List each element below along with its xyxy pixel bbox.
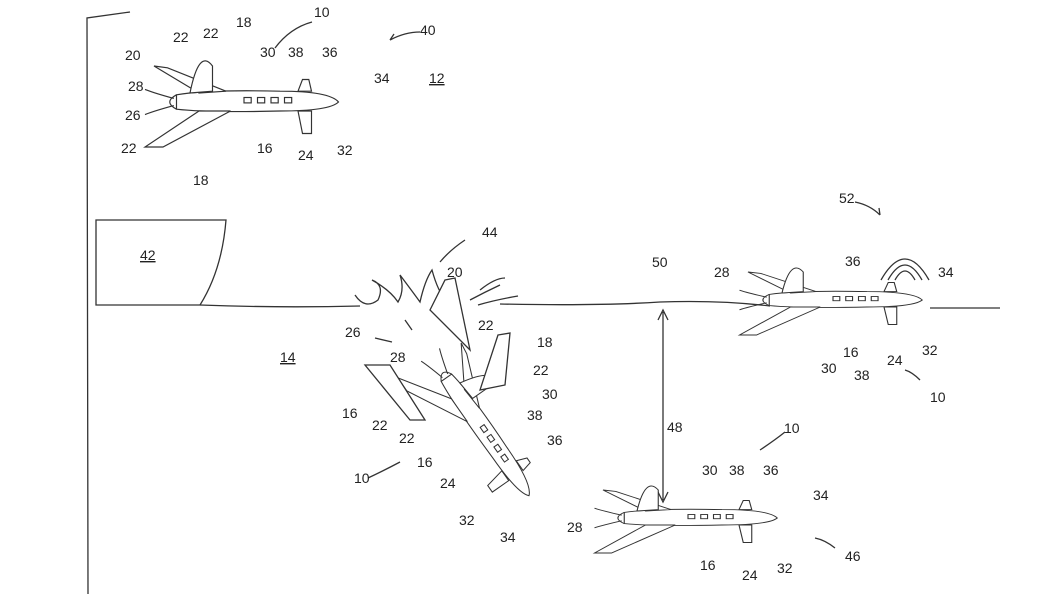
reference-numeral: 36 bbox=[845, 253, 861, 269]
reference-numeral: 32 bbox=[922, 342, 938, 358]
detached-wings bbox=[363, 277, 511, 421]
reference-numeral: 22 bbox=[372, 417, 388, 433]
ship-hull bbox=[95, 219, 227, 306]
reference-numeral: 28 bbox=[128, 78, 144, 94]
reference-numeral: 22 bbox=[203, 25, 219, 41]
reference-numeral: 22 bbox=[173, 29, 189, 45]
reference-numeral: 44 bbox=[482, 224, 498, 240]
reference-numeral: 24 bbox=[742, 567, 758, 583]
reference-numeral: 34 bbox=[938, 264, 954, 280]
depth-arrow bbox=[657, 308, 669, 504]
reference-numeral: 12 bbox=[429, 70, 445, 86]
reference-numeral: 16 bbox=[342, 405, 358, 421]
reference-numeral: 38 bbox=[729, 462, 745, 478]
reference-numeral: 40 bbox=[420, 22, 436, 38]
reference-numeral: 26 bbox=[345, 324, 361, 340]
reference-numeral: 34 bbox=[813, 487, 829, 503]
aircraft-surface bbox=[737, 267, 923, 336]
reference-numeral: 24 bbox=[440, 475, 456, 491]
reference-numeral: 18 bbox=[537, 334, 553, 350]
reference-numeral: 10 bbox=[784, 420, 800, 436]
reference-numeral: 46 bbox=[845, 548, 861, 564]
reference-numeral: 10 bbox=[314, 4, 330, 20]
reference-numeral: 50 bbox=[652, 254, 668, 270]
reference-numeral: 30 bbox=[260, 44, 276, 60]
reference-numeral: 34 bbox=[500, 529, 516, 545]
reference-numeral: 32 bbox=[459, 512, 475, 528]
reference-numeral: 38 bbox=[854, 367, 870, 383]
boundary-line bbox=[86, 11, 131, 594]
reference-numeral: 16 bbox=[417, 454, 433, 470]
reference-numeral: 24 bbox=[887, 352, 903, 368]
reference-numeral: 32 bbox=[337, 142, 353, 158]
reference-numeral: 38 bbox=[288, 44, 304, 60]
reference-numeral: 30 bbox=[542, 386, 558, 402]
splash bbox=[354, 268, 519, 306]
reference-numeral: 28 bbox=[390, 349, 406, 365]
reference-numeral: 16 bbox=[257, 140, 273, 156]
reference-numeral: 20 bbox=[125, 47, 141, 63]
ref-arrows bbox=[274, 21, 921, 549]
reference-numeral: 22 bbox=[533, 362, 549, 378]
water-surface bbox=[199, 300, 1000, 309]
reference-numeral: 16 bbox=[843, 344, 859, 360]
reference-numeral: 22 bbox=[478, 317, 494, 333]
reference-numeral: 42 bbox=[140, 247, 156, 263]
reference-numeral: 36 bbox=[547, 432, 563, 448]
reference-numeral: 34 bbox=[374, 70, 390, 86]
reference-numeral: 20 bbox=[447, 264, 463, 280]
reference-numeral: 48 bbox=[667, 419, 683, 435]
reference-numeral: 22 bbox=[399, 430, 415, 446]
reference-numeral: 52 bbox=[839, 190, 855, 206]
reference-numeral: 18 bbox=[193, 172, 209, 188]
reference-numeral: 26 bbox=[125, 107, 141, 123]
reference-numeral: 16 bbox=[700, 557, 716, 573]
reference-numeral: 38 bbox=[527, 407, 543, 423]
reference-numeral: 32 bbox=[777, 560, 793, 576]
reference-numeral: 10 bbox=[930, 389, 946, 405]
reference-numeral: 30 bbox=[702, 462, 718, 478]
signal-icon bbox=[880, 258, 930, 281]
reference-numeral: 28 bbox=[567, 519, 583, 535]
reference-numeral: 24 bbox=[298, 147, 314, 163]
reference-numeral: 14 bbox=[280, 349, 296, 365]
aircraft-sinking bbox=[396, 342, 531, 497]
reference-numeral: 30 bbox=[821, 360, 837, 376]
reference-numeral: 28 bbox=[714, 264, 730, 280]
aircraft-submerged bbox=[592, 485, 778, 554]
reference-numeral: 36 bbox=[763, 462, 779, 478]
reference-numeral: 10 bbox=[354, 470, 370, 486]
reference-numeral: 18 bbox=[236, 14, 252, 30]
reference-numeral: 22 bbox=[121, 140, 137, 156]
reference-numeral: 36 bbox=[322, 44, 338, 60]
aircraft-deployed bbox=[143, 60, 340, 148]
